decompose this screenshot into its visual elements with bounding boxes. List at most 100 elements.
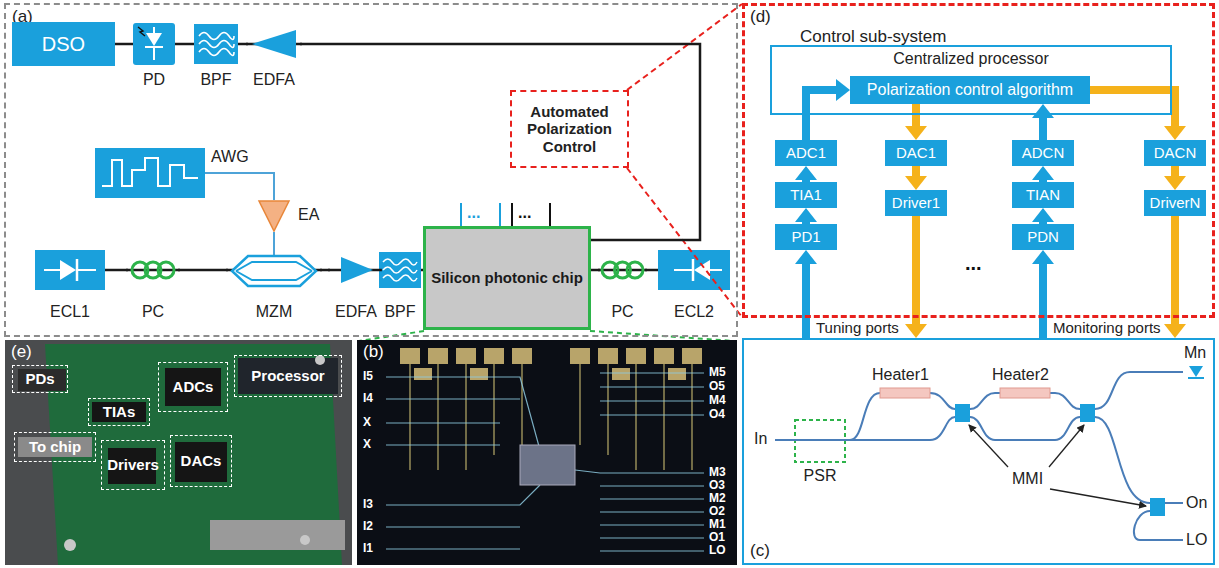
label-anchor: M1 (708, 518, 727, 531)
node-subtext: Control sub-system (800, 27, 946, 47)
connector (320, 270, 330, 271)
connector-line (115, 43, 133, 46)
arrow-head (905, 126, 927, 140)
arrow-head (1032, 166, 1054, 180)
arrow-head (1032, 208, 1054, 222)
connector (175, 44, 194, 45)
label-anchor: O3 (708, 479, 726, 492)
process-box: DACN (1144, 140, 1206, 166)
board-photo (5, 340, 352, 565)
arrow-head (1032, 104, 1054, 118)
filter-symbol: BPF (379, 250, 421, 322)
label-anchor: M5 (708, 366, 727, 379)
connector-line (912, 104, 920, 129)
label-anchor: ... (965, 252, 982, 275)
port-label: I2 (362, 520, 374, 533)
port-label: O3 (708, 479, 726, 492)
connector-line (912, 216, 920, 327)
label-anchor: Mn (1184, 344, 1206, 362)
node-text: ECL2 (674, 303, 714, 321)
process-box: Driver1 (885, 190, 947, 216)
connector (1032, 104, 1054, 140)
port-label: O2 (708, 505, 726, 518)
connector-line (591, 269, 600, 272)
laser-box: ECL2 (658, 250, 730, 322)
node-text: (c) (750, 541, 770, 561)
amplifier-symbol: EDFA (330, 256, 382, 322)
connector-line (645, 269, 658, 272)
node-text: EDFA (335, 303, 377, 321)
process-box: DAC1 (885, 140, 947, 166)
node-text: DACN (1154, 144, 1197, 161)
arrow-head (1164, 176, 1186, 190)
node-text: DACs (181, 452, 222, 469)
polarization-controller: PC (600, 258, 645, 322)
connector (1164, 166, 1186, 190)
label-anchor: M2 (708, 492, 727, 505)
connector-line (1090, 90, 1175, 129)
node-text: (d) (750, 7, 771, 27)
process-box: ADCN (1012, 140, 1074, 166)
node-text: EA (298, 206, 319, 224)
node-text: DAC1 (896, 144, 936, 161)
photo-callout: DACs (170, 435, 232, 487)
node-text: TIAs (103, 403, 136, 420)
photo-panel: (e)PDsTIAsADCsProcessorTo chipDriversDAC… (5, 340, 352, 565)
connector (905, 166, 927, 190)
generator-box: AWG (95, 148, 205, 198)
setup-icons (35, 4, 742, 341)
photodiode-symbol: PD (133, 18, 175, 90)
port-label: M5 (708, 366, 727, 379)
port-label: Mn (1184, 344, 1206, 362)
label-anchor: O2 (708, 505, 726, 518)
node-text: EDFA (253, 71, 295, 89)
process-box: Polarization control algorithm (850, 76, 1090, 104)
node-text: ECL1 (50, 303, 90, 321)
port-label: I5 (362, 370, 374, 383)
panel-frame: (c)PSR (742, 338, 1215, 565)
connector (795, 208, 817, 224)
connector-line (175, 43, 194, 46)
connector-line (806, 90, 839, 140)
connector-line (802, 261, 810, 338)
node-text: Driver1 (892, 194, 940, 211)
node-text: BPF (384, 303, 415, 321)
node-text: PC (142, 303, 164, 321)
processor-box: Centralized processorPolarization contro… (770, 45, 1172, 115)
panel-frame: (a)DSOPDBPFEDFAAutomated Polarization Co… (4, 3, 738, 337)
photo-panel: (b) (357, 340, 737, 565)
ellipsis-mark: ... (965, 252, 982, 275)
label-anchor: On (1186, 494, 1207, 512)
port-label: M3 (708, 466, 727, 479)
process-box: TIAN (1012, 182, 1074, 208)
port-label: I3 (362, 498, 374, 511)
arrow-head (795, 250, 817, 264)
connector (178, 270, 228, 271)
label-anchor: Heater2 (992, 366, 1049, 384)
label-anchor: O1 (708, 531, 726, 544)
arrow-head (795, 208, 817, 222)
arrow-head (1032, 250, 1054, 264)
photo-callout: Processor (234, 355, 342, 397)
label-anchor: M3 (708, 466, 727, 479)
process-box: ADC1 (775, 140, 837, 166)
node-text: PD (143, 71, 165, 89)
port-label: O1 (708, 531, 726, 544)
node-text: ADCN (1022, 144, 1065, 161)
port-label: X (362, 416, 372, 429)
arrow-head (1164, 324, 1186, 338)
process-box: TIA1 (775, 182, 837, 208)
connector (205, 173, 274, 200)
label-anchor: MMI (1012, 470, 1043, 488)
connector (379, 270, 382, 271)
port-label: I1 (362, 542, 374, 555)
port-label: O4 (708, 408, 726, 421)
label-anchor: LO (708, 544, 727, 557)
connector-line (1039, 115, 1047, 140)
connector (905, 216, 927, 338)
port-label: Monitoring ports (1053, 320, 1161, 336)
process-box: PD1 (775, 224, 837, 250)
label-anchor: M4 (708, 394, 727, 407)
node-text: BPF (200, 71, 231, 89)
